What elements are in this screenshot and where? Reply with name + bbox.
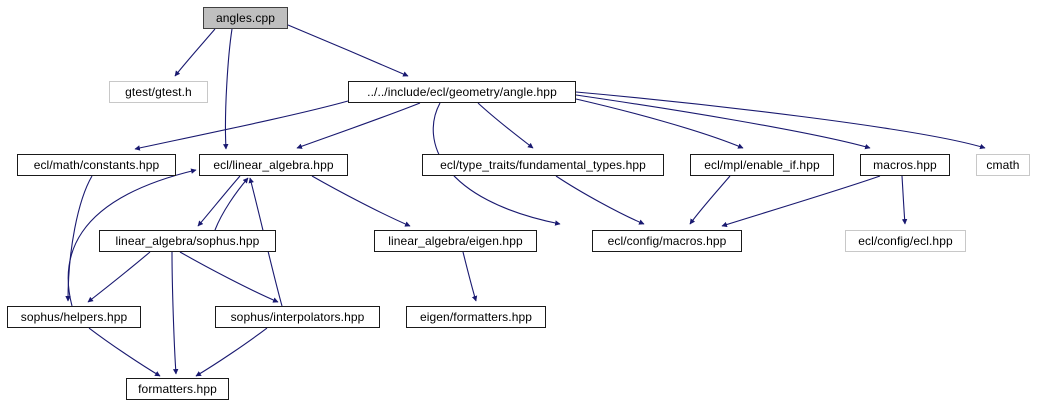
graph-edge [555,175,645,225]
graph-node-cmath[interactable]: cmath [976,154,1030,176]
graph-node-enable-if-hpp[interactable]: ecl/mpl/enable_if.hpp [690,154,834,176]
graph-node-eigen-hpp[interactable]: linear_algebra/eigen.hpp [374,230,537,252]
graph-edge [575,91,986,150]
graph-edge [311,175,411,227]
node-label: eigen/formatters.hpp [419,310,533,324]
graph-node-eigen-formatters-hpp[interactable]: eigen/formatters.hpp [406,306,546,328]
node-label: sophus/helpers.hpp [20,310,128,324]
graph-edge [171,251,179,375]
graph-edge [87,251,151,303]
graph-edge [901,175,908,225]
graph-edge [462,251,478,302]
graph-node-formatters-hpp[interactable]: formatters.hpp [126,378,229,400]
node-label: cmath [986,158,1020,172]
graph-edge [214,177,249,231]
node-label: gtest/gtest.h [125,85,192,99]
graph-node-sophus-helpers-hpp[interactable]: sophus/helpers.hpp [7,306,141,328]
node-label: ecl/linear_algebra.hpp [213,158,334,172]
graph-edge [287,24,409,77]
graph-node-angles-cpp[interactable]: angles.cpp [203,7,288,29]
graph-edge [134,100,349,151]
node-label: ecl/type_traits/fundamental_types.hpp [440,158,646,172]
graph-edge [88,327,161,377]
node-label: ../../include/ecl/geometry/angle.hpp [367,85,557,99]
node-label: ecl/config/macros.hpp [607,234,727,248]
graph-edge [197,175,241,227]
graph-edge [689,175,731,225]
node-label: ecl/math/constants.hpp [33,158,160,172]
edges-group [65,24,986,377]
graph-node-linear-algebra-hpp[interactable]: ecl/linear_algebra.hpp [199,154,348,176]
graph-node-sophus-interp-hpp[interactable]: sophus/interpolators.hpp [215,306,380,328]
graph-edge [721,175,881,228]
graph-node-constants-hpp[interactable]: ecl/math/constants.hpp [17,154,176,176]
graph-edge [65,175,93,302]
graph-node-fundamental-types-hpp[interactable]: ecl/type_traits/fundamental_types.hpp [422,154,664,176]
graph-node-macros-hpp[interactable]: macros.hpp [860,154,950,176]
graph-edge [477,102,534,149]
graph-node-config-ecl-hpp[interactable]: ecl/config/ecl.hpp [845,230,966,252]
node-label: angles.cpp [215,11,276,25]
graph-edge [67,168,197,307]
node-label: ecl/mpl/enable_if.hpp [704,158,820,172]
graph-node-sophus-hpp[interactable]: linear_algebra/sophus.hpp [99,230,276,252]
graph-edge [179,251,279,303]
node-label: formatters.hpp [138,382,217,396]
graph-edge [195,327,268,377]
node-label: ecl/config/ecl.hpp [858,234,953,248]
graph-edge [296,102,421,149]
graph-node-gtest-gtest-h[interactable]: gtest/gtest.h [109,81,208,103]
node-label: macros.hpp [873,158,937,172]
graph-node-config-macros-hpp[interactable]: ecl/config/macros.hpp [592,230,742,252]
node-label: linear_algebra/sophus.hpp [115,234,260,248]
graph-edge [222,28,233,150]
graph-edge [575,98,744,149]
node-label: linear_algebra/eigen.hpp [388,234,523,248]
node-label: sophus/interpolators.hpp [230,310,365,324]
graph-node-angle-hpp[interactable]: ../../include/ecl/geometry/angle.hpp [348,81,576,103]
graph-edge [575,94,871,150]
graph-edge [174,28,216,77]
